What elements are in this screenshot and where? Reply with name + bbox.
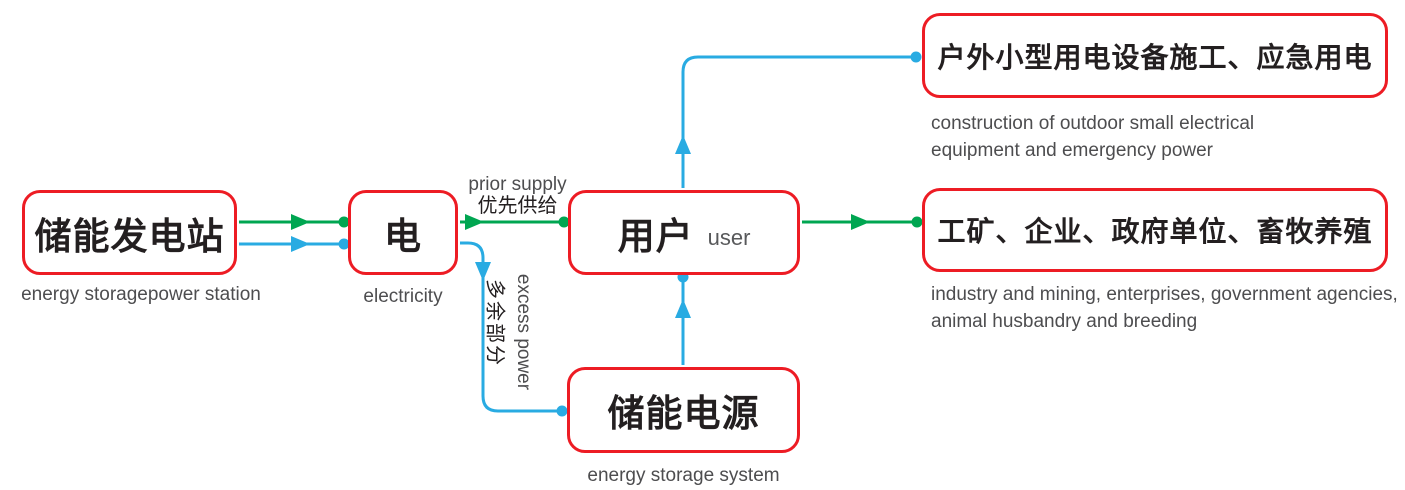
caption-outdoor-line2: equipment and emergency power [931, 140, 1214, 161]
caption-storage: energy storage system [587, 465, 780, 486]
edge-label-prior-supply-en: prior supply [468, 174, 567, 195]
edge-electricity-user-green [460, 214, 570, 230]
node-industry: 工矿、企业、政府单位、畜牧养殖 [922, 188, 1388, 272]
edge-electricity-storage-blue [460, 241, 568, 417]
edge-station-electricity-blue [239, 236, 350, 252]
edge-label-prior-supply-zh: 优先供给 [477, 195, 558, 217]
node-outdoor: 户外小型用电设备施工、应急用电 [922, 13, 1388, 98]
edge-user-outdoor-blue [675, 51, 922, 188]
node-storage: 储能电源 [567, 367, 800, 453]
node-storage-title: 储能电源 [607, 393, 760, 434]
node-user-title: 用户 [617, 215, 694, 257]
node-user: 用户 user [568, 190, 800, 275]
node-outdoor-title: 户外小型用电设备施工、应急用电 [937, 41, 1373, 73]
node-station: 储能发电站 [22, 190, 237, 275]
node-user-subtitle: user [707, 224, 751, 250]
edge-storage-user-blue [675, 271, 691, 365]
caption-station: energy storagepower station [21, 284, 261, 305]
node-station-title: 储能发电站 [34, 215, 225, 257]
edge-label-prior-supply: prior supply 优先供给 [445, 174, 590, 218]
caption-industry-line1: industry and mining, enterprises, govern… [931, 284, 1398, 305]
edge-label-excess-power-zh: 多余部分 [483, 279, 506, 367]
caption-industry: industry and mining, enterprises, govern… [931, 281, 1398, 335]
node-electricity: 电 [348, 190, 458, 275]
caption-outdoor-line1: construction of outdoor small electrical [931, 113, 1255, 134]
caption-electricity: electricity [363, 286, 443, 307]
edge-label-excess-power-en: excess power [513, 273, 534, 391]
edge-user-industry-green [802, 214, 923, 230]
edge-station-electricity-green [239, 214, 350, 230]
caption-industry-line2: animal husbandry and breeding [931, 311, 1198, 332]
caption-outdoor: construction of outdoor small electrical… [931, 110, 1254, 164]
node-industry-title: 工矿、企业、政府单位、畜牧养殖 [937, 216, 1373, 247]
node-electricity-title: 电 [384, 215, 422, 257]
